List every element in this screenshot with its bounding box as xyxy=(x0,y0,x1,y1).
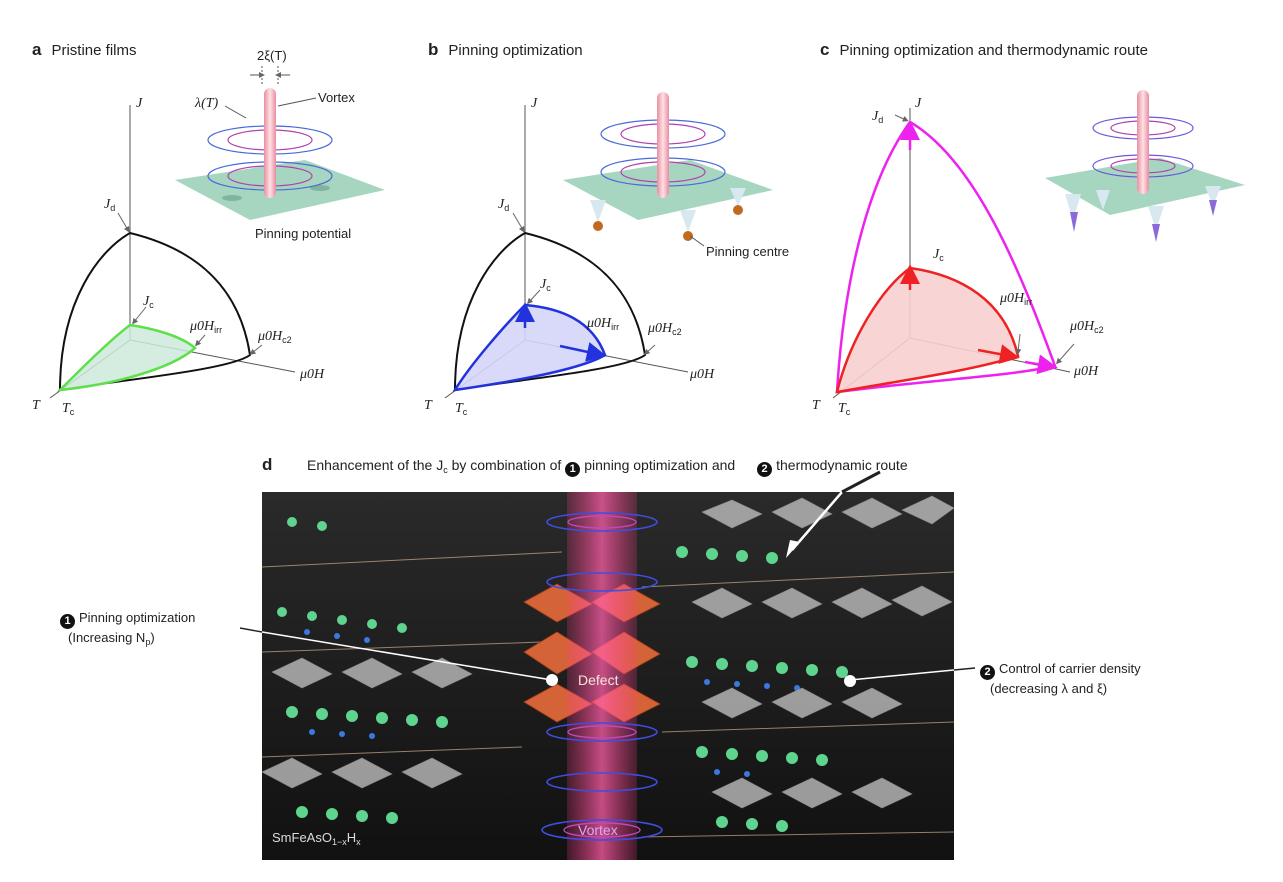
vortex-column xyxy=(567,492,637,860)
panel-d-num1-badge: 1 xyxy=(565,462,581,477)
panel-a-letter: a xyxy=(32,40,42,59)
panel-b-hc2-label: μ0Hc2 xyxy=(648,321,682,337)
crystal-lattice-svg xyxy=(262,492,954,860)
panel-c-vortex xyxy=(1137,90,1149,194)
panel-b-pinning-centre xyxy=(593,221,603,231)
panel-b-tc-label: Tc xyxy=(455,401,468,417)
panel-a-lambda-label: λ(T) xyxy=(195,96,219,111)
panel-b-hirr-label: μ0Hirr xyxy=(587,316,620,332)
panel-d-title: d Enhancement of the Jc by combination o… xyxy=(262,455,908,477)
panel-a-diagram xyxy=(49,66,385,399)
panel-a-vortex xyxy=(264,88,276,198)
panel-b-hirr-arrow xyxy=(559,342,607,362)
defect-label: Defect xyxy=(578,672,619,688)
panel-d-crystal-image: Defect Vortex SmFeAsO1−xHx xyxy=(262,492,954,860)
carrier-marker xyxy=(844,675,856,687)
panel-a-jd-label: Jd xyxy=(104,197,116,213)
panel-c-title: Pinning optimization and thermodynamic r… xyxy=(839,42,1148,59)
panel-b-pinning-region xyxy=(452,303,607,392)
panel-c-route-boundary xyxy=(835,120,1057,394)
panel-b-h-label: μ0H xyxy=(690,367,715,382)
panel-b-j-label: J xyxy=(531,96,538,111)
panel-c-hc2-arrow xyxy=(1024,354,1058,375)
panel-b-jd-label: Jd xyxy=(498,197,510,213)
panel-c-diagram xyxy=(832,90,1245,399)
panel-a-t-label: T xyxy=(32,398,40,413)
panel-b-title: Pinning optimization xyxy=(448,42,583,59)
panel-b-t-label: T xyxy=(424,398,432,413)
panel-c-t-label: T xyxy=(812,398,820,413)
panel-b-letter: b xyxy=(428,40,439,59)
panel-a-hirr-label: μ0Hirr xyxy=(190,319,223,335)
panel-d-letter: d xyxy=(262,455,273,474)
material-label: SmFeAsO1−xHx xyxy=(272,830,361,847)
panel-c-header: c Pinning optimization and thermodynamic … xyxy=(820,40,1148,60)
panel-a-h-label: μ0H xyxy=(300,367,325,382)
panel-a-header: a Pristine films xyxy=(32,40,136,60)
panel-a-potential-label: Pinning potential xyxy=(255,226,352,241)
panel-a-outer-boundary xyxy=(58,231,252,392)
panel-c-hc2-label: μ0Hc2 xyxy=(1070,319,1104,335)
panel-a-title: Pristine films xyxy=(51,42,137,59)
panel-c-h-label: μ0H xyxy=(1074,364,1099,379)
panel-c-j-label: J xyxy=(915,96,922,111)
panel-c-letter: c xyxy=(820,40,830,59)
panel-a-vortex-label: Vortex xyxy=(318,90,355,105)
panel-b-outer-boundary xyxy=(453,231,647,392)
panel-c-tc-label: Tc xyxy=(838,401,851,417)
panel-c-jc-region xyxy=(835,266,1020,394)
panel-a-jc-label: Jc xyxy=(143,294,154,310)
panel-a-xi-label: 2ξ(T) xyxy=(257,48,287,63)
panel-a-hc2-label: μ0Hc2 xyxy=(258,329,292,345)
defect-marker xyxy=(546,674,558,686)
vortex-label: Vortex xyxy=(578,822,618,838)
panel-a-tc-label: Tc xyxy=(62,401,75,417)
panel-c-jc-label: Jc xyxy=(933,247,944,263)
panel-c-jd-label: Jd xyxy=(872,109,884,125)
panel-a-j-label: J xyxy=(136,96,143,111)
panel-b-jc-label: Jc xyxy=(540,277,551,293)
panel-b-header: b Pinning optimization xyxy=(428,40,583,60)
panel-c-hirr-arrow xyxy=(977,344,1020,364)
panel-c-hirr-label: μ0Hirr xyxy=(1000,291,1033,307)
panel-b-centre-label: Pinning centre xyxy=(706,244,790,259)
panel-b-diagram xyxy=(444,92,773,399)
panel-b-vortex xyxy=(657,92,669,198)
panel-d-num2-badge: 2 xyxy=(757,462,773,477)
panel-a-pristine-region xyxy=(56,323,197,392)
